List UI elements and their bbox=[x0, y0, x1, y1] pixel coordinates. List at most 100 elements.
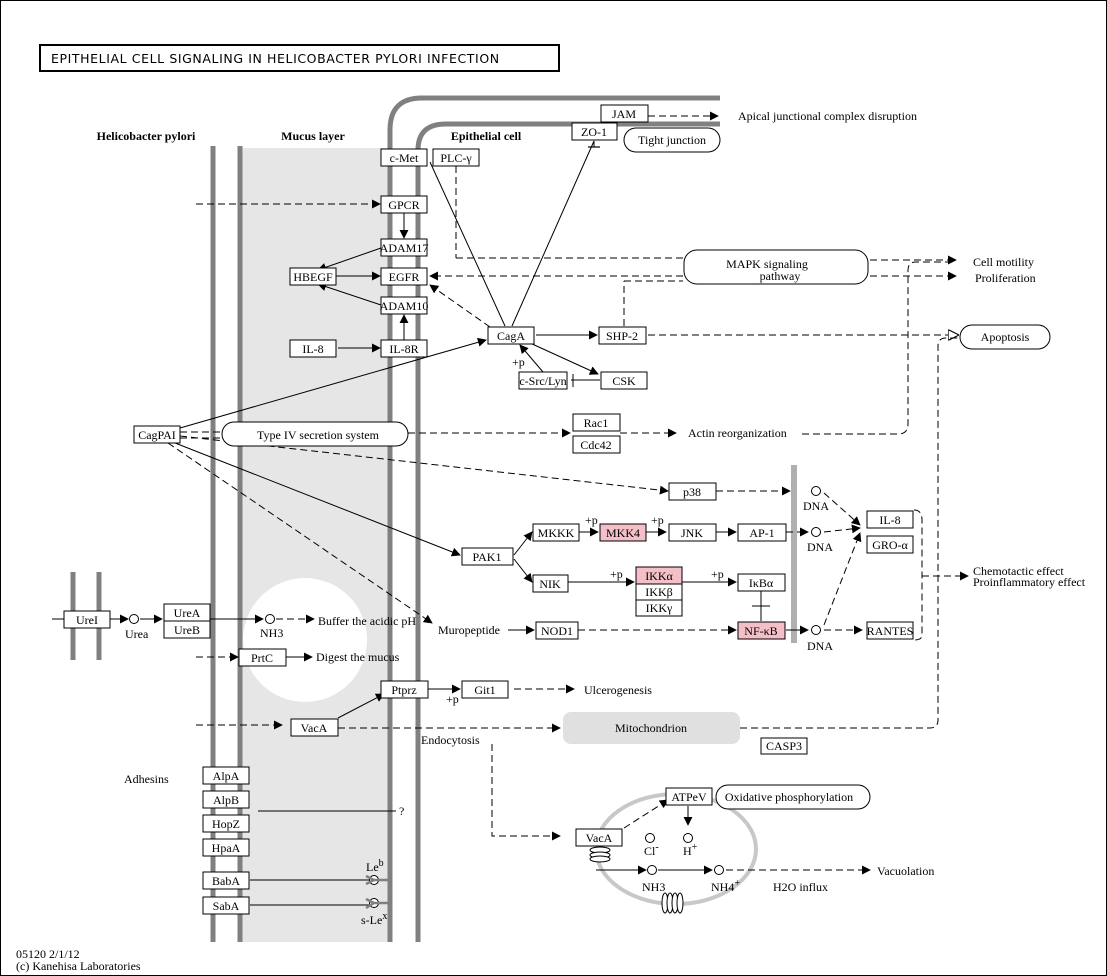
gene-shp2[interactable] bbox=[598, 326, 647, 345]
tight-junction-pathway[interactable] bbox=[623, 127, 721, 153]
t4ss-pathway[interactable] bbox=[221, 421, 409, 447]
gene-ap1-label: AP-1 bbox=[749, 526, 774, 540]
mucus-layer-band bbox=[240, 148, 390, 942]
mapk-label: MAPK signaling bbox=[726, 257, 808, 271]
compound-cl[interactable] bbox=[645, 833, 655, 843]
gene-hpaa[interactable] bbox=[202, 838, 250, 857]
gene-csrc[interactable] bbox=[518, 371, 568, 390]
gene-rantes[interactable] bbox=[866, 621, 914, 640]
label-h: H+ bbox=[683, 842, 698, 858]
gene-alpb-label: AlpB bbox=[213, 793, 239, 807]
gene-hopz-label: HopZ bbox=[212, 817, 240, 831]
gene-casp3[interactable] bbox=[760, 737, 808, 755]
gene-adam10[interactable] bbox=[380, 296, 428, 315]
label-proliferation: Proliferation bbox=[975, 271, 1036, 285]
gene-adam10-label: ADAM10 bbox=[380, 299, 429, 313]
gene-git1[interactable] bbox=[461, 680, 509, 699]
gene-zo1[interactable] bbox=[571, 122, 618, 141]
gene-adam17[interactable] bbox=[380, 238, 428, 257]
gene-nik[interactable] bbox=[532, 574, 569, 593]
footer-copyright: (c) Kanehisa Laboratories bbox=[16, 959, 141, 973]
gene-shp2-label: SHP-2 bbox=[606, 329, 638, 343]
gene-cmet-label: c-Met bbox=[390, 151, 419, 165]
gene-saba[interactable] bbox=[202, 896, 250, 915]
gene-vaca-label: VacA bbox=[301, 721, 328, 735]
free-labels: Apical junctional complex disruption Cel… bbox=[16, 109, 1086, 973]
gene-cdc42[interactable] bbox=[572, 435, 621, 454]
gene-urei[interactable] bbox=[63, 610, 111, 629]
label-cl: Cl- bbox=[644, 842, 659, 858]
gene-egfr-label: EGFR bbox=[389, 270, 420, 284]
gene-ikba-label: IκBα bbox=[749, 576, 774, 590]
compound-nh3-vacuole[interactable] bbox=[647, 865, 657, 875]
gene-il8b[interactable] bbox=[866, 510, 914, 529]
gene-alpa[interactable] bbox=[202, 766, 250, 785]
gene-ikkg[interactable] bbox=[635, 599, 683, 617]
gene-hbegf[interactable] bbox=[289, 267, 337, 286]
gene-il8[interactable] bbox=[289, 339, 337, 358]
apoptosis-pathway[interactable] bbox=[959, 324, 1051, 350]
gene-nfkb[interactable] bbox=[737, 621, 786, 640]
gene-adam17-label: ADAM17 bbox=[380, 241, 429, 255]
gene-p38[interactable] bbox=[668, 482, 717, 501]
gene-gpcr[interactable] bbox=[380, 195, 428, 214]
compound-h[interactable] bbox=[683, 833, 693, 843]
gene-egfr[interactable] bbox=[380, 267, 428, 286]
gene-atpev[interactable] bbox=[665, 787, 713, 806]
gene-ap1[interactable] bbox=[737, 523, 787, 542]
tight-junction-label: Tight junction bbox=[638, 133, 706, 147]
gene-ureb[interactable] bbox=[163, 620, 211, 639]
compound-urea[interactable] bbox=[129, 614, 139, 624]
region-label-mucus: Mucus layer bbox=[281, 129, 345, 143]
gene-nik-label: NIK bbox=[539, 577, 561, 591]
gene-baba[interactable] bbox=[202, 871, 250, 890]
gene-caga[interactable] bbox=[487, 326, 535, 345]
gene-cmet[interactable] bbox=[380, 148, 428, 167]
gene-groa[interactable] bbox=[866, 535, 914, 554]
compound-dna-1[interactable] bbox=[811, 486, 821, 496]
mapk-pathway[interactable] bbox=[683, 249, 869, 285]
mitochondrion[interactable] bbox=[563, 712, 740, 744]
gene-pak1-label: PAK1 bbox=[473, 550, 502, 564]
gene-cagpai[interactable] bbox=[133, 425, 181, 444]
oxphos-label: Oxidative phosphorylation bbox=[725, 790, 853, 804]
compound-dna-2[interactable] bbox=[811, 527, 821, 537]
gene-ptprz[interactable] bbox=[380, 680, 429, 699]
gene-ikba[interactable] bbox=[737, 573, 786, 592]
compound-dna-3[interactable] bbox=[811, 625, 821, 635]
gene-alpb[interactable] bbox=[202, 790, 250, 809]
gene-jnk[interactable] bbox=[668, 523, 717, 542]
gene-csk[interactable] bbox=[600, 371, 648, 390]
compound-nh4[interactable] bbox=[714, 865, 724, 875]
gene-jam[interactable] bbox=[600, 104, 649, 123]
label-muropeptide: Muropeptide bbox=[438, 623, 500, 637]
gene-il8r[interactable] bbox=[380, 339, 428, 358]
label-adhesins: Adhesins bbox=[124, 772, 169, 786]
label-dna-3: DNA bbox=[807, 639, 833, 653]
gene-mkk4[interactable] bbox=[599, 523, 647, 542]
gene-rac1[interactable] bbox=[572, 413, 621, 432]
gene-ikka-label: IKKα bbox=[645, 569, 673, 583]
gene-plcg[interactable] bbox=[432, 148, 480, 167]
pathway-nodes: Tight junction MAPK signaling pathway Ap… bbox=[221, 127, 1051, 810]
gene-pak1[interactable] bbox=[461, 547, 514, 566]
gene-nfkb-label: NF-κB bbox=[744, 624, 777, 638]
gene-nod1[interactable] bbox=[535, 621, 579, 640]
gene-csk-label: CSK bbox=[612, 374, 636, 388]
gene-prtc[interactable] bbox=[238, 648, 287, 667]
gene-vaca[interactable] bbox=[290, 718, 339, 737]
gene-hopz[interactable] bbox=[202, 814, 250, 833]
gene-nod1-label: NOD1 bbox=[541, 624, 573, 638]
label-apical: Apical junctional complex disruption bbox=[738, 109, 917, 123]
gene-gpcr-label: GPCR bbox=[388, 198, 419, 212]
gene-zo1-label: ZO-1 bbox=[581, 125, 607, 139]
compound-nh3[interactable] bbox=[265, 614, 275, 624]
label-digest: Digest the mucus bbox=[316, 650, 400, 664]
oxphos-pathway[interactable] bbox=[715, 784, 871, 810]
gene-vaca2[interactable] bbox=[575, 828, 623, 847]
gene-mkkk[interactable] bbox=[532, 523, 580, 542]
gene-cagpai-label: CagPAI bbox=[138, 428, 176, 442]
nucleus-membrane bbox=[791, 465, 797, 643]
t4ss-label: Type IV secretion system bbox=[257, 428, 380, 442]
